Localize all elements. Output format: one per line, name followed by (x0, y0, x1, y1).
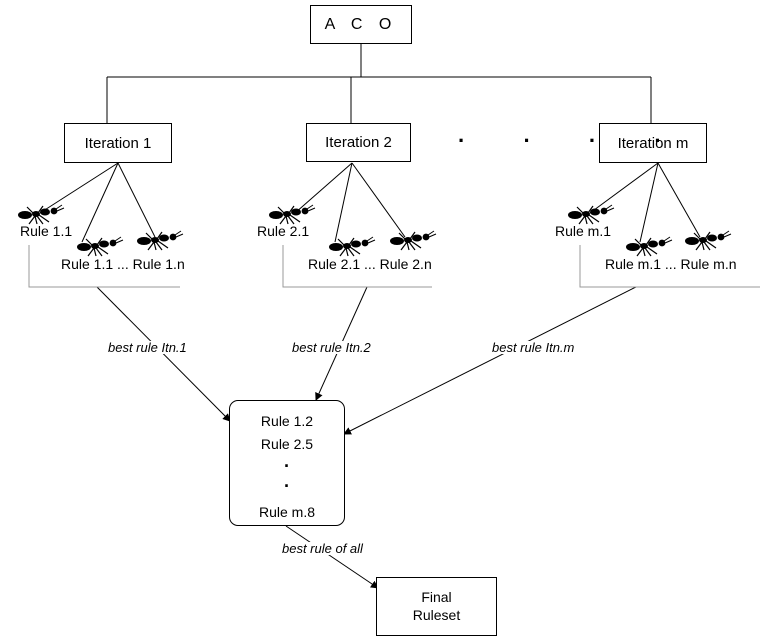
first-rule-label: Rule 2.1 (257, 223, 310, 239)
fan-line (294, 162, 353, 214)
aco-title: A C O (324, 15, 398, 33)
iteration-box-2: Iteration 2 (306, 123, 411, 162)
edge-label-itn-m: best rule Itn.m (491, 340, 576, 355)
ant-icon (76, 236, 124, 257)
rule-group-bracket-1 (28, 245, 180, 288)
first-rule-label: Rule 1.1 (20, 223, 73, 239)
fan-line (589, 162, 659, 214)
iteration-box-1: Iteration 1 (64, 123, 172, 163)
arrow-final (285, 525, 379, 589)
best-rule-item: Rule 2.5 (260, 436, 314, 452)
final-box-line1: Final (421, 589, 452, 605)
best-rule-ellipsis: · (284, 476, 290, 496)
edge-label-itn-2: best rule Itn.2 (291, 340, 372, 355)
best-rule-ellipsis: · (284, 456, 290, 476)
edge-label-itn-1: best rule Itn.1 (107, 340, 188, 355)
rule-range-label: Rule 2.1 ... Rule 2.n (308, 256, 432, 272)
fan-line (81, 162, 119, 243)
first-rule-label: Rule m.1 (555, 223, 612, 239)
fan-line (334, 162, 353, 243)
fan-line (351, 162, 406, 238)
best-rule-item: Rule m.8 (258, 504, 316, 520)
iteration-label: Iteration m (617, 134, 689, 152)
iteration-box-m: Iteration m (599, 123, 707, 163)
iteration-ellipsis: · · · · (458, 128, 688, 153)
arrow-itn-1 (96, 286, 231, 422)
fan-line (657, 162, 701, 238)
rule-group-bracket-m (579, 245, 760, 288)
rule-range-label: Rule m.1 ... Rule m.n (605, 256, 737, 272)
ant-icon (684, 230, 732, 251)
best-rules-box: Rule 1.2 Rule 2.5 · · Rule m.8 (229, 400, 345, 526)
final-ruleset-box: Final Ruleset (376, 577, 497, 636)
rule-range-label: Rule 1.1 ... Rule 1.n (61, 256, 185, 272)
best-rule-item: Rule 1.2 (260, 413, 314, 429)
ant-icon (389, 230, 437, 251)
iteration-label: Iteration 2 (325, 134, 392, 151)
final-box-line2: Ruleset (412, 606, 461, 623)
rule-group-bracket-2 (282, 245, 432, 288)
iteration-label: Iteration 1 (84, 134, 152, 152)
ant-icon (625, 236, 673, 257)
fan-line (639, 162, 659, 243)
fan-line (39, 162, 119, 214)
fan-line (117, 162, 156, 238)
ant-icon (136, 230, 184, 251)
aco-root-box: A C O (310, 5, 412, 44)
edge-label-final: best rule of all (281, 541, 364, 556)
ant-icon (328, 236, 376, 257)
arrow-itn-m (343, 286, 637, 435)
